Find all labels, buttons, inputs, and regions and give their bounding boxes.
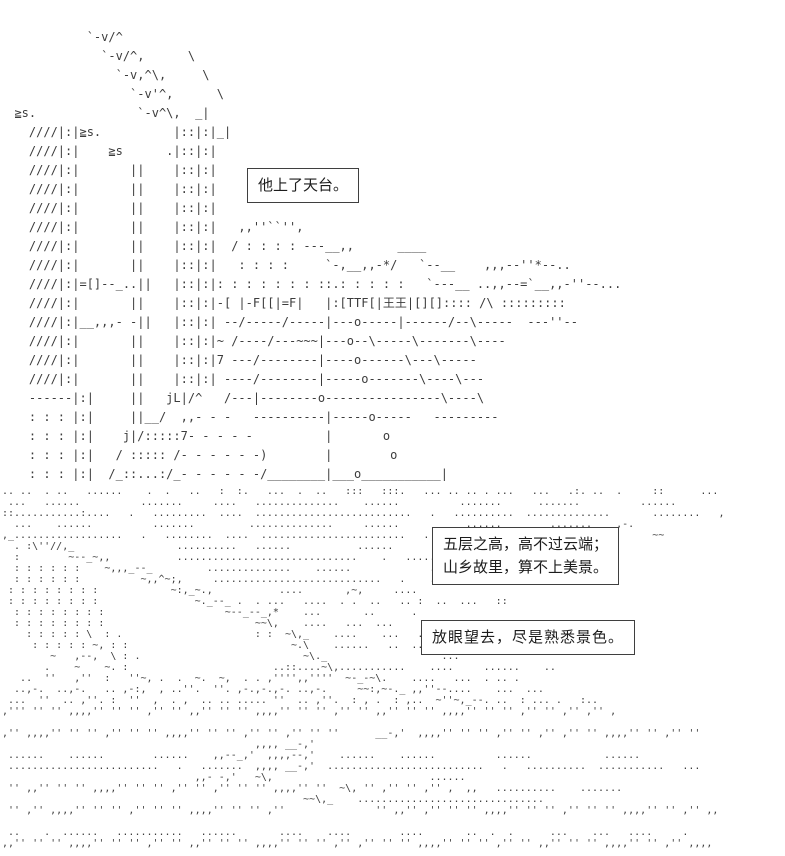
narration-text-2-line2: 山乡故里，算不上美景。 xyxy=(443,558,609,576)
narration-text-1: 他上了天台。 xyxy=(258,176,349,194)
narration-text-2-line1: 五层之高，高不过云端； xyxy=(443,535,609,553)
ascii-art-rooftop-scene: `-v/^ `-v/^, \ `-v,^\, \ `-v'^, \ ≧s. `-… xyxy=(14,30,622,481)
narration-text-3: 放眼望去，尽是熟悉景色。 xyxy=(432,628,625,646)
narration-box-scenery: 放眼望去，尽是熟悉景色。 xyxy=(421,620,636,655)
narration-box-rooftop: 他上了天台。 xyxy=(247,168,360,203)
narration-box-view: 五层之高，高不过云端； 山乡故里，算不上美景。 xyxy=(432,527,620,585)
